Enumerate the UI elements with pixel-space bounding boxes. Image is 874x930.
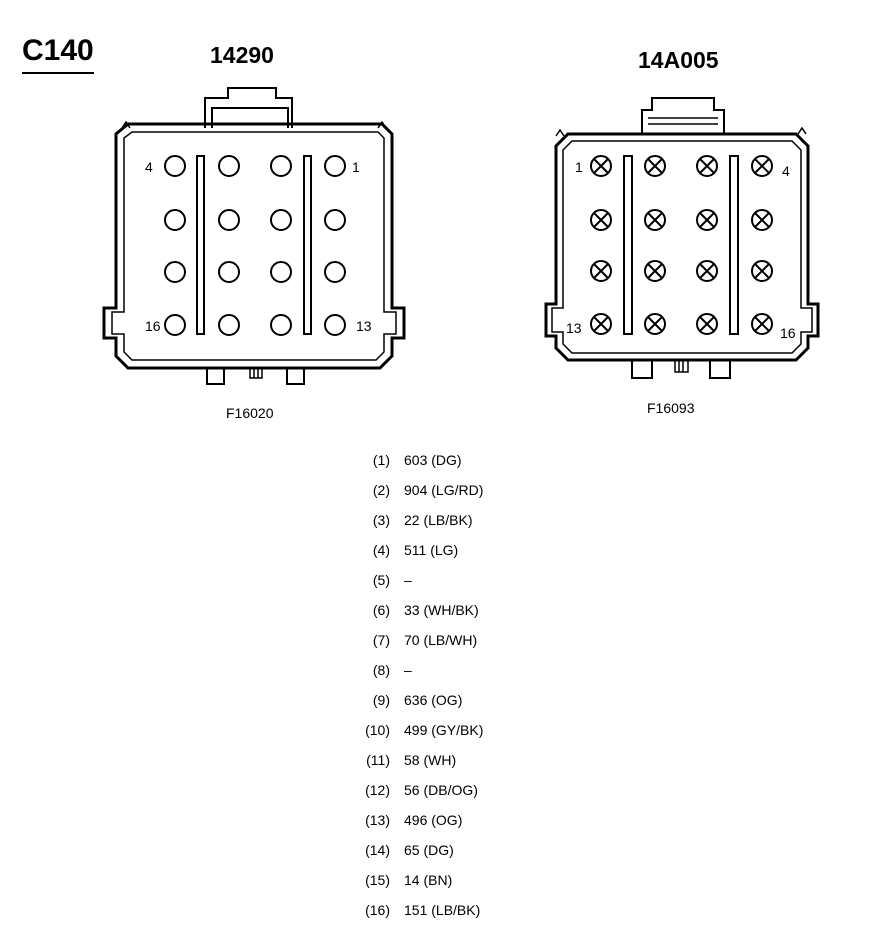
pin-circuit: 496 (OG) (404, 812, 463, 828)
pin-number: (1) (372, 452, 390, 468)
pin-row: (12) 56 (DB/OG) (350, 780, 483, 810)
pin-number: (3) (372, 512, 390, 528)
pin-circuit: 14 (BN) (404, 872, 453, 888)
right-connector (544, 97, 820, 379)
pin-row: (2) 904 (LG/RD) (350, 480, 483, 510)
pin-row: (14) 65 (DG) (350, 840, 483, 870)
pin-circuit: 22 (LB/BK) (404, 512, 473, 528)
pin-number: (4) (372, 542, 390, 558)
right-pin-label-top-right: 4 (782, 163, 790, 179)
pin-number: (10) (365, 722, 390, 738)
connector-diagrams: 4 1 16 13 (102, 87, 820, 385)
right-pin-label-bottom-left: 13 (566, 320, 582, 336)
pin-circuit: – (404, 572, 412, 588)
pin-circuit: 33 (WH/BK) (404, 602, 479, 618)
pin-row: (8)– (350, 660, 483, 690)
pin-number: (8) (372, 662, 390, 678)
left-figure-id: F16020 (226, 405, 274, 421)
pin-circuit: 58 (WH) (404, 752, 457, 768)
right-pin-label-top-left: 1 (575, 159, 583, 175)
left-pin-label-bottom-left: 16 (145, 318, 161, 334)
pin-row: (16) 151 (LB/BK) (350, 900, 483, 930)
pin-number: (2) (372, 482, 390, 498)
pin-circuit: 499 (GY/BK) (404, 722, 484, 738)
pin-number: (11) (366, 752, 390, 768)
left-pin-label-bottom-right: 13 (356, 318, 372, 334)
pin-number: (16) (365, 902, 390, 918)
pin-number: (15) (365, 872, 390, 888)
left-pin-label-top-right: 1 (352, 159, 360, 175)
pin-number: (13) (365, 812, 390, 828)
left-connector (102, 87, 406, 385)
pin-circuit: 603 (DG) (404, 452, 462, 468)
pin-row: (6) 33 (WH/BK) (350, 600, 483, 630)
left-pin-label-top-left: 4 (145, 159, 153, 175)
pin-row: (1) 603 (DG) (350, 450, 483, 480)
pin-number: (7) (372, 632, 390, 648)
pin-number: (6) (372, 602, 390, 618)
pin-number: (12) (365, 782, 390, 798)
pin-number: (5) (372, 572, 390, 588)
pin-row: (13) 496 (OG) (350, 810, 483, 840)
pin-circuit: 151 (LB/BK) (404, 902, 481, 918)
left-connector-part-number: 14290 (210, 42, 274, 68)
pin-row: (4) 511 (LG) (350, 540, 483, 570)
right-pin-label-bottom-right: 16 (780, 325, 796, 341)
pin-row: (7) 70 (LB/WH) (350, 630, 483, 660)
pin-row: (11) 58 (WH) (350, 750, 483, 780)
pin-row: (10) 499 (GY/BK) (350, 720, 483, 750)
pin-circuit: 65 (DG) (404, 842, 454, 858)
pin-circuit: 904 (LG/RD) (404, 482, 484, 498)
pin-circuit: 511 (LG) (404, 542, 459, 558)
pin-number: (14) (365, 842, 390, 858)
pin-circuit: – (404, 662, 412, 678)
pin-row: (5)– (350, 570, 483, 600)
pin-circuit: 56 (DB/OG) (404, 782, 478, 798)
pin-circuit: 70 (LB/WH) (404, 632, 478, 648)
pin-circuit: 636 (OG) (404, 692, 463, 708)
pin-circuit-table: (1) 603 (DG) (2) 904 (LG/RD) (3) 22 (LB/BK) (4… (350, 450, 483, 930)
right-connector-part-number: 14A005 (638, 47, 719, 73)
pin-number: (9) (372, 692, 390, 708)
pin-row: (3) 22 (LB/BK) (350, 510, 483, 540)
connector-id: C140 (22, 36, 94, 74)
pin-row: (15) 14 (BN) (350, 870, 483, 900)
right-figure-id: F16093 (647, 400, 695, 416)
pin-row: (9) 636 (OG) (350, 690, 483, 720)
